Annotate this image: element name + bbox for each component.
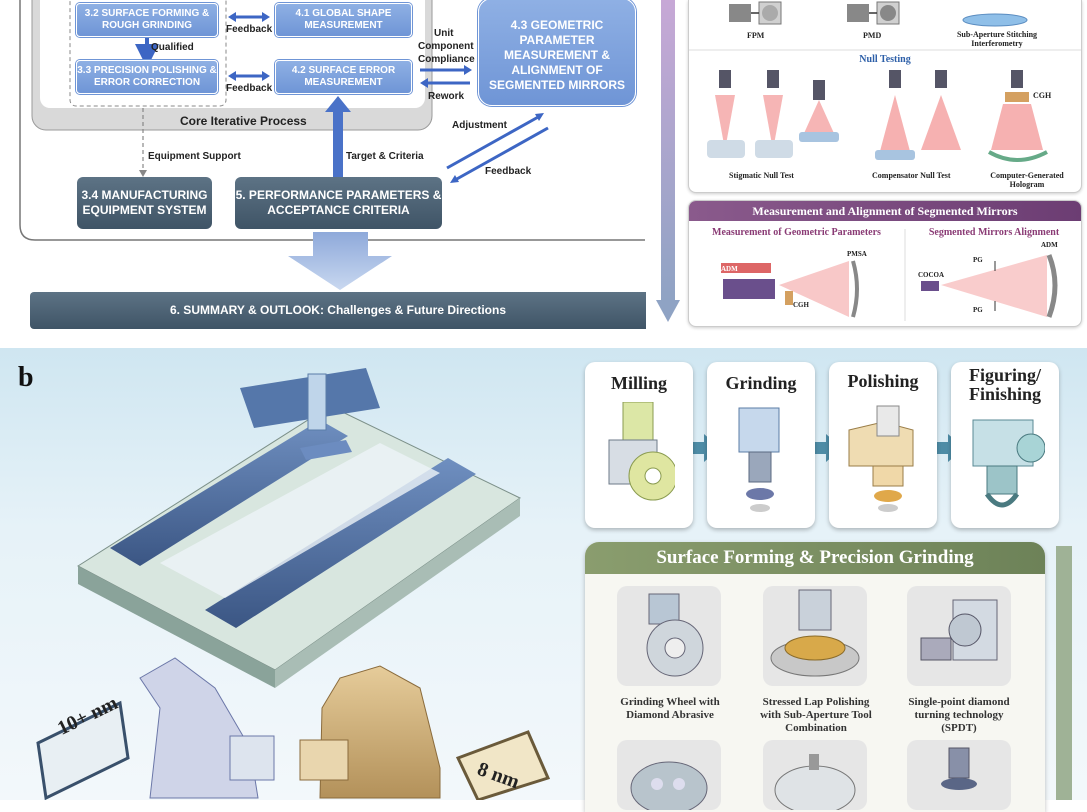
tool-card-4 xyxy=(617,740,721,812)
top-panel: 3.2 SURFACE FORMING & ROUGH GRINDING 3.3… xyxy=(0,0,1087,348)
process-title-grinding: Grinding xyxy=(725,373,797,393)
process-card-4: Figuring/ Finishing xyxy=(951,362,1059,528)
label-rework: Rework xyxy=(428,91,465,102)
label-stigmatic: Stigmatic Null Test xyxy=(729,171,794,180)
box-3-4: 3.4 MANUFACTURING EQUIPMENT SYSTEM xyxy=(77,177,212,229)
label-adm-2: ADM xyxy=(1041,241,1058,249)
box-4-1: 4.1 GLOBAL SHAPE MEASUREMENT xyxy=(275,3,412,37)
label-target: Target & Criteria xyxy=(346,151,424,162)
label-feedback-1: Feedback xyxy=(226,24,273,35)
panel-letter: b xyxy=(18,362,34,393)
label-stitching: Sub-Aperture Stitching Interferometry xyxy=(956,30,1038,48)
polishing-icon xyxy=(848,405,914,512)
process-card-1: Milling xyxy=(585,362,693,528)
bottom-illustrations xyxy=(36,368,1072,800)
surface-forming-panel: Surface Forming & Precision Grinding Gri… xyxy=(585,542,1045,812)
box-4-2: 4.2 SURFACE ERROR MEASUREMENT xyxy=(275,60,412,94)
label-compensator: Compensator Null Test xyxy=(872,171,951,180)
grinding-wheel-icon xyxy=(646,593,704,677)
box-5: 5. PERFORMANCE PARAMETERS & ACCEPTANCE C… xyxy=(235,177,442,229)
process-card-2: Grinding xyxy=(707,362,815,528)
tool-card-3 xyxy=(907,586,1011,686)
label-pg-1: PG xyxy=(973,256,983,264)
label-fpm: FPM xyxy=(747,31,765,40)
measurement-illustrations xyxy=(689,1,1081,162)
label-equipment-support: Equipment Support xyxy=(148,151,241,162)
segmented-illustrations xyxy=(721,229,1058,321)
label-cgh-tag: CGH xyxy=(1033,91,1052,100)
tool-card-1 xyxy=(617,586,721,686)
grinding-icon xyxy=(738,407,780,512)
spdt-icon xyxy=(920,599,998,661)
process-title-polishing: Polishing xyxy=(847,371,919,391)
measurement-card: FPM PMD Sub-Aperture Stitching Interfero… xyxy=(688,0,1082,193)
segmented-card: Measurement and Alignment of Segmented M… xyxy=(688,200,1082,327)
tool-label-1: Grinding Wheel with Diamond Abrasive xyxy=(620,696,720,721)
process-title-figuring: Figuring/ Finishing xyxy=(968,365,1042,404)
label-component: Component xyxy=(418,41,474,52)
label-pmd: PMD xyxy=(863,31,882,40)
surface-forming-title: Surface Forming & Precision Grinding xyxy=(585,542,1045,574)
label-feedback-3: Feedback xyxy=(485,166,532,177)
tool-card-6 xyxy=(907,740,1011,810)
milling-icon xyxy=(608,402,675,501)
box-3-2: 3.2 SURFACE FORMING & ROUGH GRINDING xyxy=(76,3,218,37)
label-qualified: Qualified xyxy=(151,42,194,53)
tool-label-3: Single-point diamond turning technology … xyxy=(908,696,1010,734)
stressed-lap-icon xyxy=(770,589,860,677)
segmented-header: Measurement and Alignment of Segmented M… xyxy=(689,201,1081,221)
process-title-milling: Milling xyxy=(610,373,667,393)
label-adjustment: Adjustment xyxy=(452,120,507,131)
label-pmsa: PMSA xyxy=(847,250,867,258)
null-testing-title: Null Testing xyxy=(859,54,911,65)
box-6: 6. SUMMARY & OUTLOOK: Challenges & Futur… xyxy=(30,292,646,329)
box-4-3: 4.3 GEOMETRIC PARAMETER MEASUREMENT & AL… xyxy=(478,0,636,106)
label-core: Core Iterative Process xyxy=(180,114,307,128)
spindle-icon xyxy=(941,747,977,790)
label-cocoa: COCOA xyxy=(918,271,945,279)
label-compliance: Compliance xyxy=(418,54,475,65)
tool-card-2 xyxy=(763,586,867,686)
label-feedback-2: Feedback xyxy=(226,83,273,94)
figuring-icon xyxy=(972,419,1045,508)
label-cgh-2: CGH xyxy=(793,301,809,309)
label-unit: Unit xyxy=(434,28,454,39)
geo-title: Measurement of Geometric Parameters xyxy=(712,227,881,238)
bottom-panel: b Milling Gri xyxy=(0,348,1087,812)
label-cgh: Computer-Generated Hologram xyxy=(990,171,1064,189)
process-card-3: Polishing xyxy=(829,362,937,528)
box-3-3: 3.3 PRECISION POLISHING & ERROR CORRECTI… xyxy=(76,60,218,94)
tool-label-2: Stressed Lap Polishing with Sub-Aperture… xyxy=(760,696,872,734)
label-adm: ADM xyxy=(721,265,738,273)
align-title: Segmented Mirrors Alignment xyxy=(928,227,1060,238)
label-pg-2: PG xyxy=(973,306,983,314)
